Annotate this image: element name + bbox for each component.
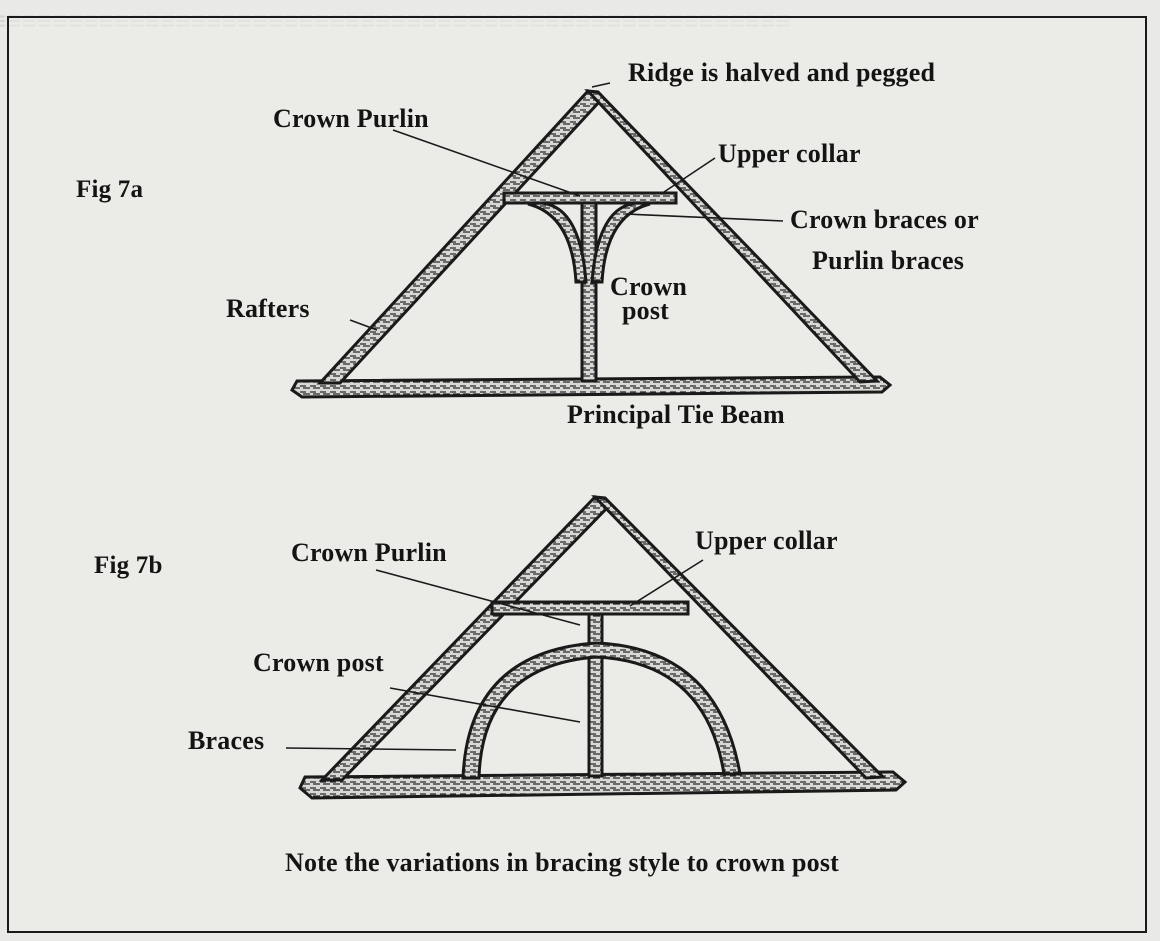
leaders-7b xyxy=(285,559,704,751)
label-upper-collar-7b: Upper collar xyxy=(695,526,838,555)
label-crown-purlin-7b: Crown Purlin xyxy=(291,538,447,567)
fig-7b-truss xyxy=(285,494,908,800)
label-rafters: Rafters xyxy=(226,294,310,323)
arch-brace-7b xyxy=(461,641,742,780)
label-crown-braces-line2: Purlin braces xyxy=(812,246,965,275)
right-rafter-7a xyxy=(584,89,881,384)
label-braces: Braces xyxy=(188,726,265,755)
label-ridge: Ridge is halved and pegged xyxy=(628,58,936,87)
label-crown-post-7a-line1: Crown xyxy=(610,272,688,301)
label-upper-collar-7a: Upper collar xyxy=(718,139,861,168)
crown-brace-left-7a xyxy=(527,201,588,284)
tie-beam-7b xyxy=(298,770,908,800)
label-crown-post-7b: Crown post xyxy=(253,648,384,677)
leaders-7a xyxy=(349,82,784,331)
tie-beam-7a xyxy=(290,375,893,399)
label-fig-7a: Fig 7a xyxy=(76,176,144,203)
left-rafter-7a xyxy=(316,88,603,385)
right-rafter-7b xyxy=(591,495,887,780)
label-fig-7b: Fig 7b xyxy=(94,552,163,579)
figure-caption: Note the variations in bracing style to … xyxy=(285,848,840,877)
fig-7a-truss xyxy=(290,82,893,399)
label-crown-purlin-7a: Crown Purlin xyxy=(273,104,429,133)
label-crown-braces-line1: Crown braces or xyxy=(790,205,979,234)
crown-post-7a xyxy=(580,201,598,383)
crown-brace-right-7a xyxy=(590,201,651,284)
upper-collar-7b xyxy=(490,600,690,616)
crown-post-7b xyxy=(587,612,604,778)
label-crown-post-7a-line2: post xyxy=(622,296,670,325)
label-principal-tie-beam: Principal Tie Beam xyxy=(567,400,785,429)
